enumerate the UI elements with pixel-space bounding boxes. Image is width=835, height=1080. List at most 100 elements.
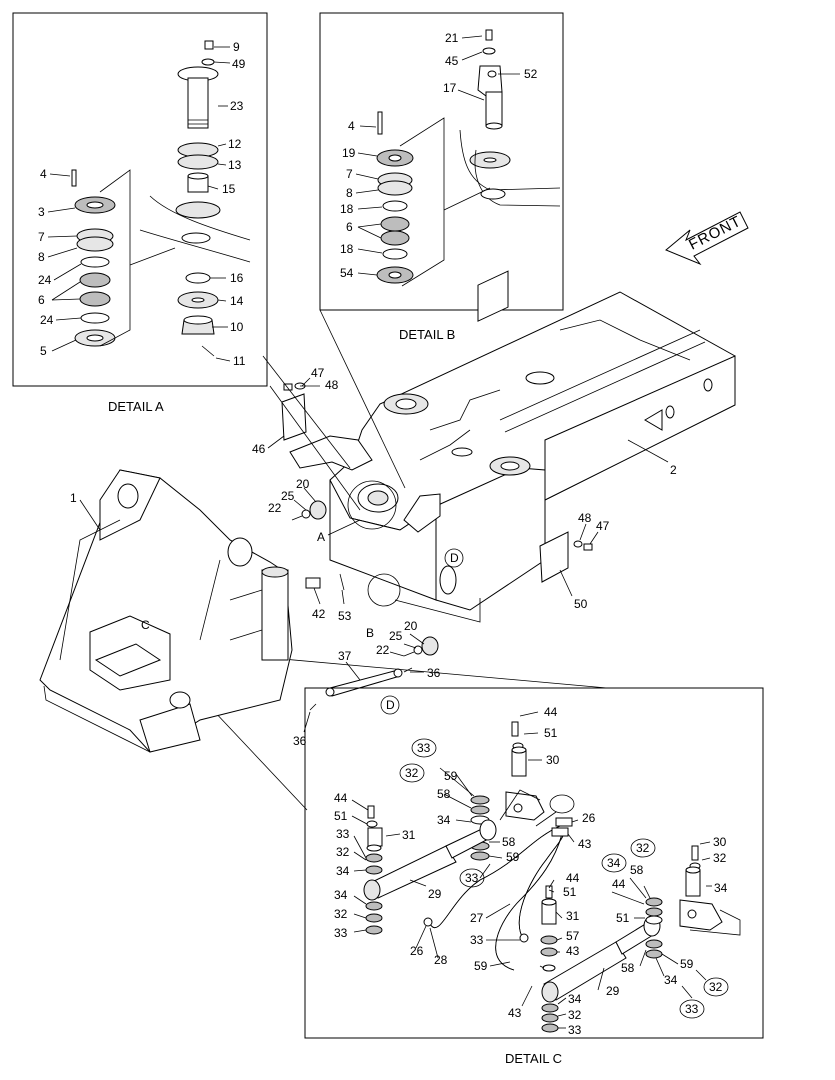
callout: 48	[578, 511, 592, 525]
callout: 34	[664, 973, 678, 987]
callout: 51	[616, 911, 630, 925]
callout: 6	[346, 220, 353, 234]
callout: 52	[524, 67, 538, 81]
callout: 9	[233, 40, 240, 54]
detail-b-callouts: 21 45 52 17 4 19 7 8 18 6 18 54	[340, 31, 538, 280]
callout: 22	[268, 501, 282, 515]
callout-ring	[411, 738, 437, 758]
callout: 11	[233, 354, 246, 368]
callout: 36	[427, 666, 441, 680]
callout-ring	[679, 999, 705, 1019]
callout: 33	[568, 1023, 582, 1037]
callout: 2	[670, 463, 677, 477]
detail-b-panel	[319, 12, 564, 311]
callout: 32	[405, 766, 419, 780]
callout: 23	[230, 99, 244, 113]
callout: 1	[70, 491, 77, 505]
callout: 3	[38, 205, 45, 219]
callout: 22	[376, 643, 390, 657]
callout: 26	[582, 811, 596, 825]
callout: 33	[334, 926, 348, 940]
callout: 32	[334, 907, 348, 921]
callout: 30	[713, 835, 727, 849]
callout: 33	[465, 871, 479, 885]
callout: 4	[348, 119, 355, 133]
callout: 30	[546, 753, 560, 767]
callout: 18	[340, 242, 354, 256]
callout: 53	[338, 609, 352, 623]
callout: 19	[342, 146, 356, 160]
callout: 57	[566, 929, 580, 943]
callout: 51	[544, 726, 558, 740]
callout: 33	[417, 741, 431, 755]
callout: 10	[230, 320, 244, 334]
callout: 21	[445, 31, 459, 45]
callout: 14	[230, 294, 244, 308]
callout: 44	[334, 791, 348, 805]
callout: 36	[293, 734, 307, 748]
front-frame	[39, 469, 293, 753]
callout: 43	[508, 1006, 522, 1020]
callout: 44	[566, 871, 580, 885]
callout-ring	[444, 548, 464, 568]
callout: 59	[680, 957, 694, 971]
callout: 32	[568, 1008, 582, 1022]
callout: 45	[445, 54, 459, 68]
callout-ring	[399, 763, 425, 783]
callout: 47	[311, 366, 325, 380]
callout: 15	[222, 182, 236, 196]
callout: 12	[228, 137, 242, 151]
callout: 4	[40, 167, 47, 181]
callout: 6	[38, 293, 45, 307]
callout: 48	[325, 378, 339, 392]
callout-ring	[601, 853, 627, 873]
detail-c-panel	[304, 687, 764, 1039]
callout: 46	[252, 442, 266, 456]
callout: 49	[232, 57, 246, 71]
callout: 24	[40, 313, 54, 327]
callout: 34	[714, 881, 728, 895]
detail-c-callouts: 44 51 30 33 59 32 58 26 34 43 44 51 31 3…	[334, 705, 729, 1037]
callout: 50	[574, 597, 588, 611]
callout: 28	[434, 953, 448, 967]
detail-c-caption: DETAIL C	[505, 1051, 562, 1066]
callout: 58	[630, 863, 644, 877]
callout: 59	[506, 850, 520, 864]
callout: 7	[346, 167, 353, 181]
callout: 25	[281, 489, 295, 503]
callout: 33	[685, 1002, 699, 1016]
callout: 29	[606, 984, 620, 998]
callout: 54	[340, 266, 354, 280]
detail-a-callouts: 9 49 23 12 13 15 4 3 7 8 24 6 24 5 16 14…	[38, 40, 246, 368]
detail-a-panel	[12, 12, 268, 387]
callout: 58	[621, 961, 635, 975]
callout: 43	[566, 944, 580, 958]
callout: 43	[578, 837, 592, 851]
callout-ring	[549, 794, 575, 814]
callout: 20	[404, 619, 418, 633]
callout: C	[141, 618, 150, 632]
callout: 33	[336, 827, 350, 841]
callout: 42	[312, 607, 326, 621]
callout: 59	[444, 769, 458, 783]
callout: 44	[544, 705, 558, 719]
callout-ring	[703, 977, 729, 997]
callout: 51	[563, 885, 577, 899]
callout: 8	[346, 186, 353, 200]
callout: B	[366, 626, 374, 640]
main-callouts: 47 48 46 2 1 20 25 22 A D 48 47 50 42 53…	[70, 366, 677, 748]
callout: D	[450, 551, 459, 565]
callout: 31	[402, 828, 416, 842]
callout: 37	[338, 649, 352, 663]
callout-ring	[380, 695, 400, 715]
rear-frame	[135, 270, 736, 811]
callout: 34	[437, 813, 451, 827]
callout: 31	[566, 909, 580, 923]
callout: 47	[596, 519, 610, 533]
callout: 26	[410, 944, 424, 958]
callout: 33	[470, 933, 484, 947]
callout: D	[386, 698, 395, 712]
callout: 32	[713, 851, 727, 865]
callout: 24	[38, 273, 52, 287]
callout: 32	[709, 980, 723, 994]
